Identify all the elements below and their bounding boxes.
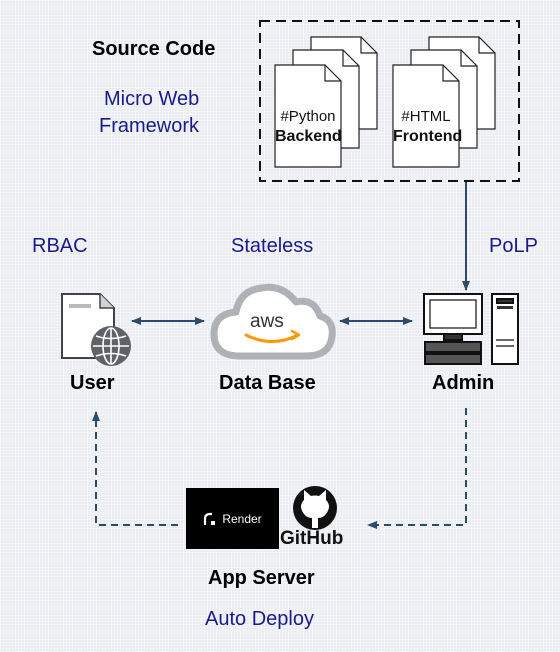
html-doc-label: #HTML Frontend [393,107,463,147]
source-code-container [259,20,520,182]
user-document-globe-icon [61,293,131,366]
framework-label-line1: Micro Web [104,88,200,110]
render-logo: Render [186,488,279,549]
app-server-to-user-arrow [92,411,178,526]
app-server-label: App Server [208,567,315,589]
html-frontend-doc-stack [392,36,496,168]
html-doc-tag: #HTML [401,108,451,125]
auto-deploy-label: Auto Deploy [205,608,314,630]
rbac-label: RBAC [32,235,88,257]
python-doc-label: #Python Backend [275,107,342,147]
aws-cloud-icon [210,283,336,360]
admin-to-app-server-arrow [367,408,467,529]
document-fold-icon [324,37,377,82]
github-logo-text: GitHub [280,528,344,549]
aws-logo-text: aws [250,311,284,332]
python-backend-doc-stack [274,36,378,168]
database-label: Data Base [219,372,316,394]
framework-label-line2: Framework [99,115,200,137]
stateless-label: Stateless [231,235,314,257]
admin-label: Admin [432,372,495,394]
python-doc-name: Backend [275,128,342,145]
document-fold-icon [442,37,495,82]
polp-label: PoLP [489,235,538,257]
render-logo-text: Render [222,511,262,526]
admin-computer-icon [423,293,519,365]
python-doc-tag: #Python [280,108,336,125]
github-octocat-icon [293,486,337,530]
html-doc-name: Frontend [393,128,463,145]
source-code-title: Source Code [92,38,216,60]
render-mark-icon [204,512,216,525]
user-label: User [70,372,115,394]
